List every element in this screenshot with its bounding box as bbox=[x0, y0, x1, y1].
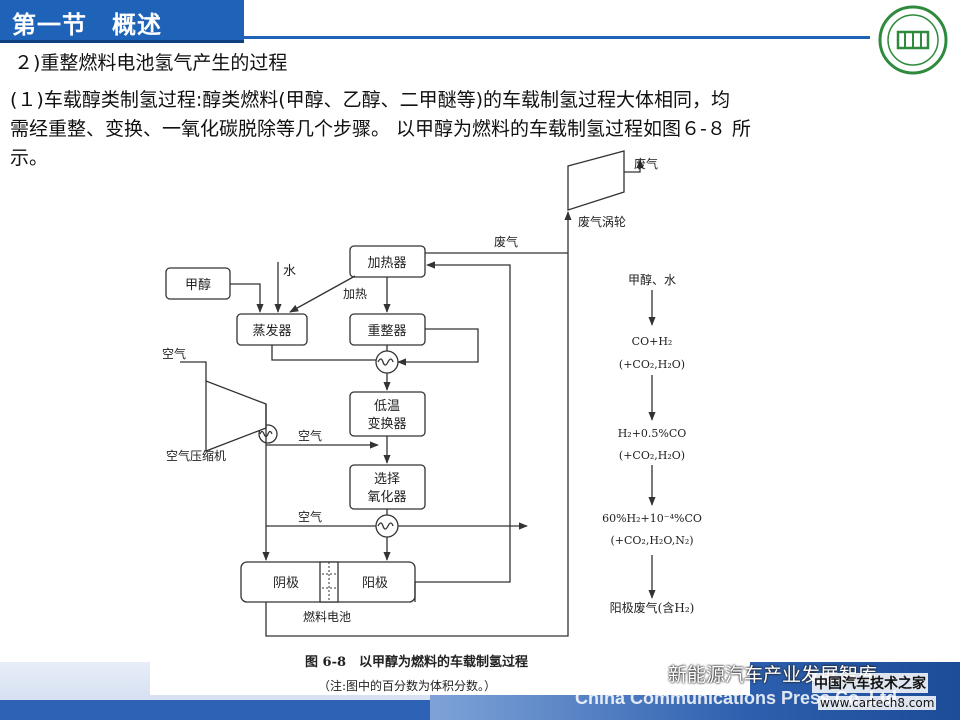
air-low-label: 空气 bbox=[298, 509, 322, 524]
footer-left-strip bbox=[0, 700, 430, 720]
methanol-label: 甲醇 bbox=[185, 277, 211, 293]
section-subheading: ２)重整燃料电池氢气产生的过程 bbox=[14, 52, 288, 74]
evaporator-label: 蒸发器 bbox=[252, 323, 291, 339]
air-compressor-label: 空气压缩机 bbox=[166, 448, 226, 463]
chain-step-label: 甲醇、水 bbox=[628, 272, 676, 287]
heating-label: 加热 bbox=[343, 287, 367, 301]
title-underline bbox=[244, 36, 870, 39]
heater-label: 加热器 bbox=[367, 256, 406, 271]
oxidizer-label: 氧化器 bbox=[367, 490, 406, 505]
chain-step-label: (+CO₂,H₂O) bbox=[619, 358, 685, 371]
watermark-site: 中国汽车技术之家 bbox=[812, 673, 928, 693]
figure-note: （注:图中的百分数为体积分数。） bbox=[318, 678, 496, 693]
chain-step-label: (+CO₂,H₂O,N₂) bbox=[610, 534, 693, 547]
wechat-watermark-icon bbox=[620, 663, 657, 686]
water-label: 水 bbox=[283, 264, 296, 279]
fuel-cell-label: 燃料电池 bbox=[303, 609, 351, 624]
institution-logo-icon bbox=[878, 5, 948, 75]
chain-step-label: 阳极废气(含H₂) bbox=[610, 600, 695, 615]
chain-step-label: (+CO₂,H₂O) bbox=[619, 449, 685, 462]
body-paragraph: (１)车载醇类制氢过程:醇类燃料(甲醇、乙醇、二甲醚等)的车载制氢过程大体相同，… bbox=[10, 86, 940, 173]
exhaust-turbine-label: 废气涡轮 bbox=[578, 214, 626, 229]
paragraph-line: (１)车载醇类制氢过程:醇类燃料(甲醇、乙醇、二甲醚等)的车载制氢过程大体相同，… bbox=[10, 89, 731, 111]
paragraph-line: 示。 bbox=[10, 147, 49, 169]
exhaust-turbine-icon bbox=[567, 150, 625, 211]
slide-title: 第一节 概述 bbox=[12, 11, 162, 39]
shift-converter-label: 变换器 bbox=[367, 416, 406, 432]
selective-label: 选择 bbox=[374, 472, 400, 487]
air-mid-label: 空气 bbox=[298, 428, 322, 443]
cathode-label: 阴极 bbox=[273, 576, 299, 591]
heat-exchanger-icon bbox=[375, 514, 399, 538]
chain-step-label: H₂+0.5%CO bbox=[618, 427, 687, 440]
paragraph-line: 需经重整、变换、一氧化碳脱除等几个步骤。 以甲醇为燃料的车载制氢过程如图６-８ … bbox=[10, 118, 751, 140]
figure-caption: 图 6-8 以甲醇为燃料的车载制氢过程 bbox=[305, 654, 528, 670]
anode-label: 阳极 bbox=[362, 576, 388, 591]
heat-exchanger-icon bbox=[375, 350, 399, 374]
watermark-url: www.cartech8.com bbox=[818, 696, 937, 710]
low-temp-label: 低温 bbox=[374, 399, 400, 414]
title-banner: 第一节 概述 bbox=[0, 0, 244, 43]
exhaust-top-label: 废气 bbox=[634, 156, 658, 171]
reformer-label: 重整器 bbox=[367, 323, 406, 339]
chain-step-label: CO+H₂ bbox=[632, 335, 673, 348]
exhaust-mid-label: 废气 bbox=[494, 234, 518, 249]
chain-step-label: 60%H₂+10⁻⁴%CO bbox=[602, 512, 702, 525]
air-in-label: 空气 bbox=[162, 346, 186, 361]
top-bar: 第一节 概述 bbox=[0, 0, 960, 43]
